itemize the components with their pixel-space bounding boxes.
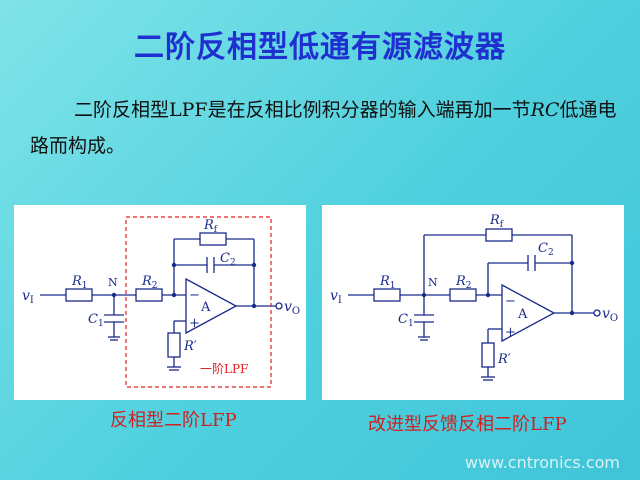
minus-label: − (505, 294, 516, 309)
right-opamp (501, 283, 556, 343)
r2-label: R2 (455, 274, 472, 291)
description-text: 二阶反相型LPF是在反相比例积分器的输入端再加一节RC低通电路而构成。 (30, 92, 620, 164)
node-label: N (108, 276, 118, 289)
c1-label: C1 (398, 312, 414, 329)
input-label: vI (22, 288, 34, 306)
description-rc: RC (530, 99, 560, 121)
left-opamp (185, 277, 238, 335)
rprime-resistor (167, 332, 181, 358)
opamp-label: A (517, 307, 528, 322)
plus-label: + (505, 325, 516, 340)
first-order-lpf-box (125, 216, 272, 388)
input-label: vI (330, 288, 342, 306)
first-order-lpf-label: 一阶LPF (200, 362, 248, 376)
left-circuit-diagram: vI R1 N R2 C1 Rf C2 A − + R′ vO 一阶LPF (22, 216, 300, 388)
c1-label: C1 (88, 312, 104, 329)
r2-resistor (135, 288, 163, 302)
right-circuit-panel: vI R1 N R2 C1 Rf C2 A − + R′ vO (322, 205, 624, 400)
minus-label: − (189, 288, 200, 303)
r1-resistor (373, 288, 401, 302)
node-label: N (428, 276, 438, 289)
r2-resistor (449, 288, 477, 302)
rprime-resistor (481, 342, 495, 368)
rf-label: Rf (489, 213, 504, 230)
left-circuit-panel: vI R1 N R2 C1 Rf C2 A − + R′ vO 一阶LPF (14, 205, 306, 400)
right-circuit-diagram: vI R1 N R2 C1 Rf C2 A − + R′ vO (330, 213, 618, 381)
rf-label: Rf (203, 218, 218, 235)
rprime-label: R′ (183, 339, 197, 354)
opamp-label: A (200, 300, 211, 315)
r1-resistor (65, 288, 93, 302)
right-caption: 改进型反馈反相二阶LFP (368, 414, 567, 435)
plus-label: + (189, 316, 200, 331)
output-label: vO (602, 306, 618, 324)
r1-label: R1 (379, 274, 396, 291)
left-caption: 反相型二阶LFP (110, 410, 237, 431)
r2-label: R2 (141, 274, 158, 291)
description-part2: 低通电路而构成。 (30, 99, 617, 157)
description-part1: 二阶反相型LPF是在反相比例积分器的输入端再加一节 (74, 99, 531, 121)
c2-label: C2 (538, 241, 554, 258)
rf-resistor (485, 228, 513, 242)
r1-label: R1 (71, 274, 88, 291)
output-label: vO (284, 299, 300, 317)
rprime-label: R′ (497, 352, 511, 367)
slide-title: 二阶反相型低通有源滤波器 (134, 30, 506, 65)
c2-label: C2 (220, 251, 236, 268)
watermark: www.cntronics.com (464, 453, 620, 472)
